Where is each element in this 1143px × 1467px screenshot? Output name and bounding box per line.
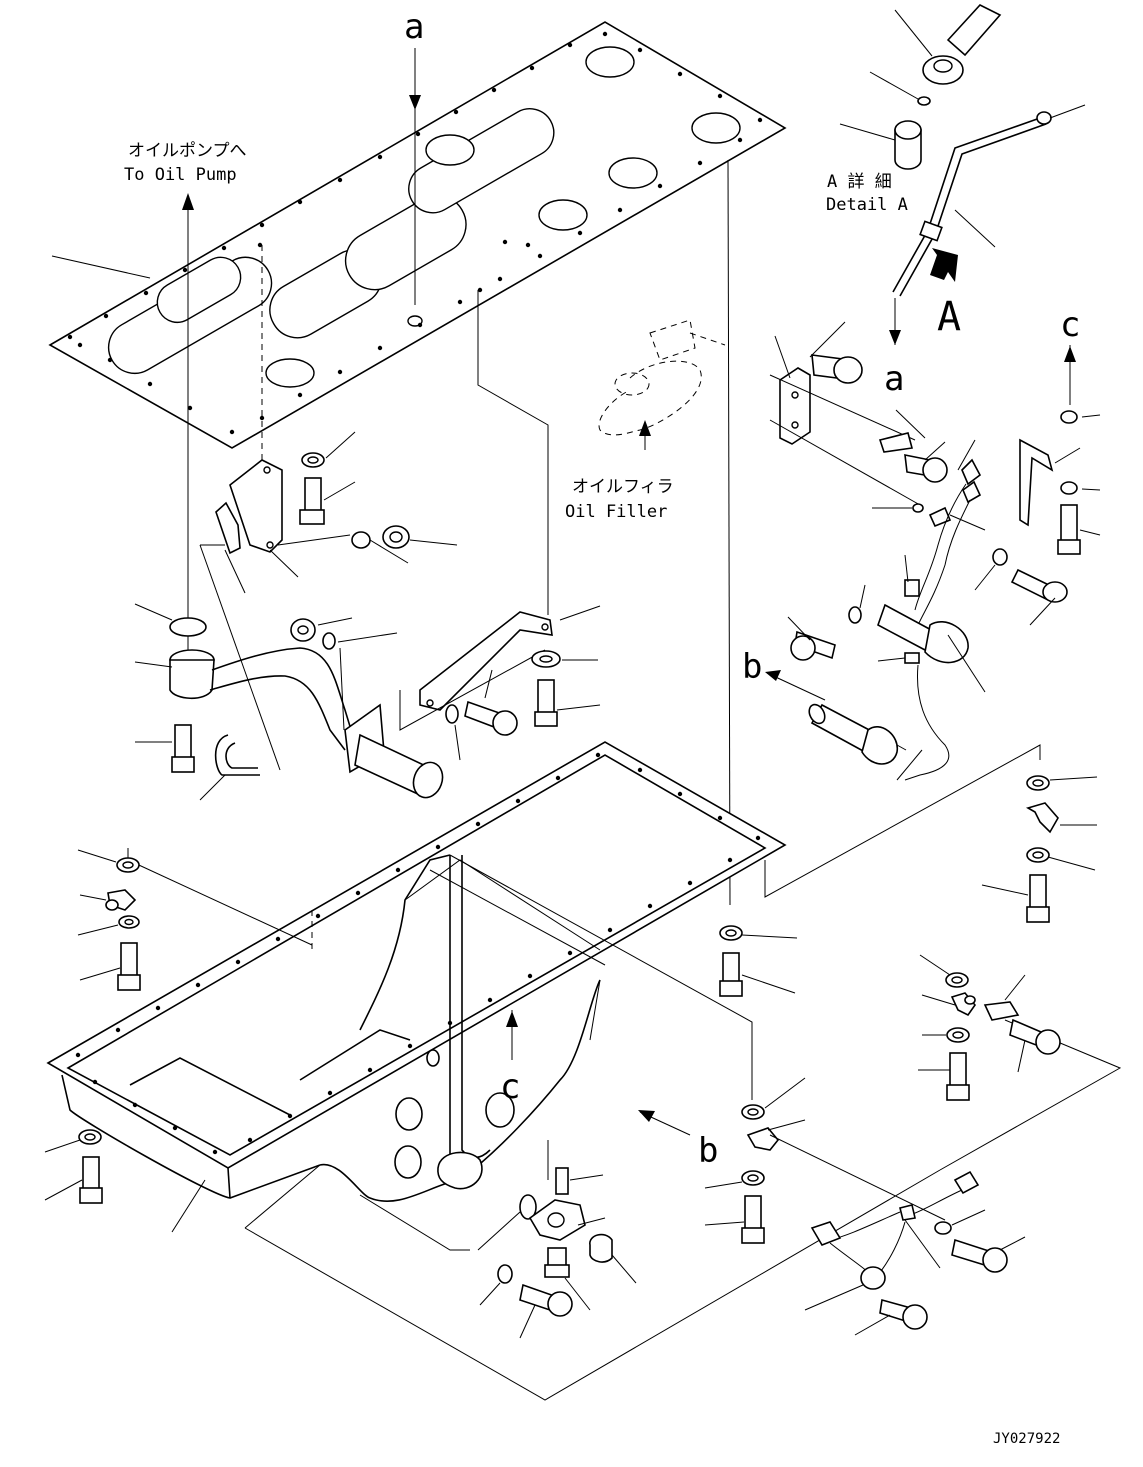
arrow-c-pan bbox=[506, 1010, 518, 1060]
leader-gasket-pan bbox=[727, 159, 731, 906]
detail-a-jp: A 詳 細 bbox=[827, 172, 892, 192]
arrow-view-a bbox=[930, 248, 958, 282]
oil-filler-en: Oil Filler bbox=[565, 502, 667, 522]
to-oil-pump-en: To Oil Pump bbox=[124, 165, 237, 185]
arrow-a-top bbox=[409, 48, 421, 305]
oil-pan bbox=[46, 741, 787, 1233]
detail-a-en: Detail A bbox=[826, 195, 908, 215]
to-oil-pump-jp: オイルポンプへ bbox=[128, 141, 247, 161]
callout-b-pan: b bbox=[698, 1131, 718, 1171]
arrow-to-oil-pump bbox=[182, 193, 194, 660]
leader-bottom-loop bbox=[244, 1169, 941, 1401]
detail-a-parts bbox=[839, 4, 1002, 170]
lower-center-clip-group bbox=[704, 1077, 946, 1244]
oil-filler-jp: オイルフィラ bbox=[572, 477, 674, 497]
leader-filler-bracket bbox=[477, 290, 549, 615]
oil-pan-gasket bbox=[48, 21, 787, 449]
bracket-c-right bbox=[787, 410, 1101, 661]
arrow-b-pan bbox=[638, 1110, 691, 1136]
callout-a-top: a bbox=[404, 7, 424, 47]
callout-b-sensor: b bbox=[742, 647, 762, 687]
leader-gasket bbox=[51, 255, 151, 279]
sensor-bracket-group bbox=[769, 321, 986, 781]
callout-c-pan: c bbox=[500, 1067, 520, 1107]
temperature-sensor bbox=[808, 703, 907, 765]
right-upper-clip-group bbox=[981, 775, 1098, 923]
suction-pipe-group bbox=[134, 245, 601, 801]
leader-pan-bottom bbox=[244, 1164, 321, 1229]
leader-pan-right-group bbox=[449, 854, 753, 1100]
arrow-c-right bbox=[1064, 345, 1076, 405]
left-pan-bolt bbox=[44, 1129, 103, 1204]
arrow-b-sensor bbox=[765, 670, 826, 701]
callout-a-dipstick: a bbox=[884, 359, 904, 399]
leader-right-lower bbox=[764, 744, 1041, 898]
left-bracket-parts bbox=[77, 849, 141, 991]
oil-dipstick bbox=[889, 104, 1086, 345]
leader-pan-bottom-2 bbox=[359, 1194, 470, 1251]
center-right-bolt-group bbox=[719, 925, 798, 997]
oil-filler-pipe bbox=[598, 319, 726, 450]
drain-assembly bbox=[477, 1140, 637, 1339]
lower-sensor-harness bbox=[804, 1170, 1026, 1336]
right-middle-clip-group bbox=[918, 954, 1061, 1101]
callout-A-view: A bbox=[937, 294, 961, 340]
callout-c-right: c bbox=[1060, 305, 1080, 345]
drawing-number: JY027922 bbox=[993, 1431, 1060, 1447]
